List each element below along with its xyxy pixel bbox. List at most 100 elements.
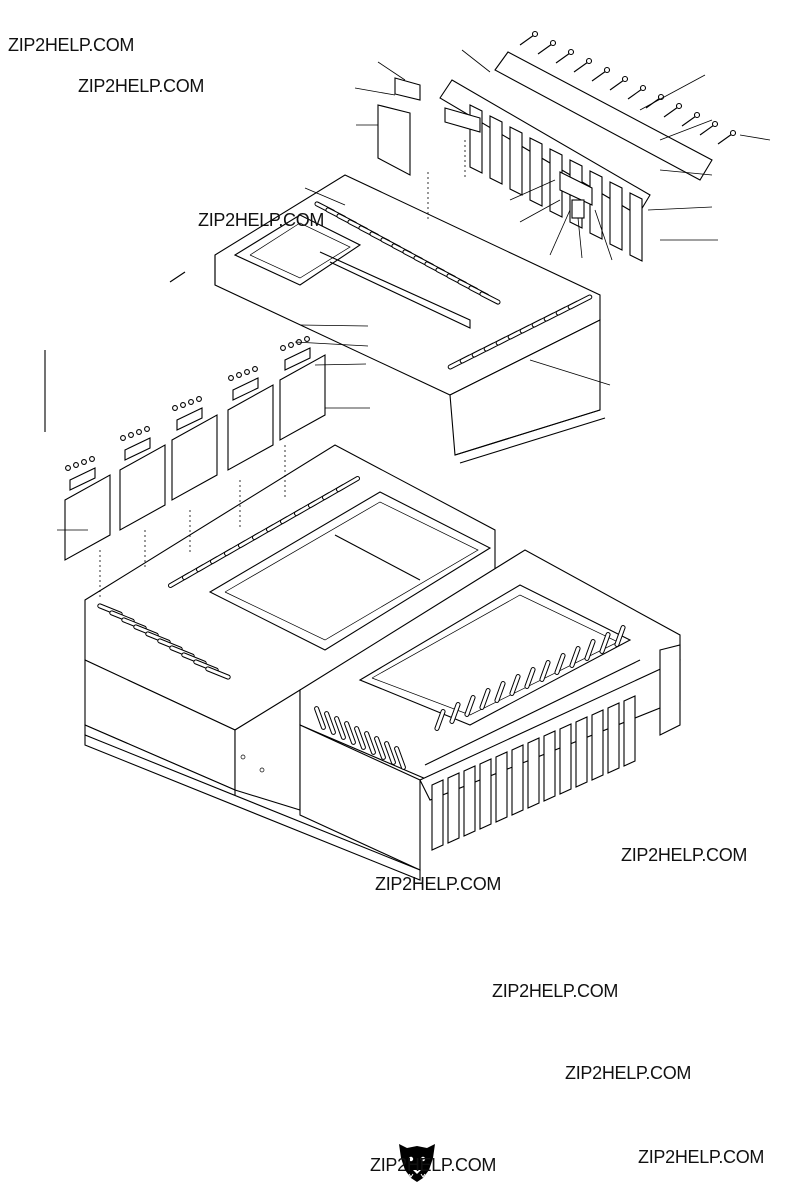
leader-line [294,341,369,347]
leader-line [647,206,713,211]
bolt [699,124,715,136]
vent-slot [434,709,446,731]
flap-clamp-top [394,77,421,101]
center-bracket [559,171,593,206]
leader-line [659,169,713,176]
watermark-text: ZIP2HELP.COM [638,1147,765,1167]
bolt-head [196,396,202,402]
leader-line [299,324,369,327]
leader-line [304,187,346,206]
bolt-head [621,75,629,83]
bolt-head [549,39,557,47]
bolt [555,52,571,64]
leader-line [549,209,571,256]
leader-line [639,74,706,111]
bolt-head [603,66,611,74]
top-bar-bolts [519,30,737,145]
leader-line [354,87,396,96]
bolt [519,34,535,46]
vent-slot [509,674,521,696]
bolt-head [675,102,683,110]
upper-mounting-bar [494,51,713,181]
bolt-head [136,429,142,435]
base-plate [84,734,421,881]
watermark-text: ZIP2HELP.COM [375,874,502,894]
upper-hood-front-vents [447,294,593,370]
main-hood-window [208,491,492,651]
flap-clamp [176,407,203,431]
bolt-head [89,456,95,462]
base-top-vents [167,476,361,588]
rear-hood-window [358,584,632,726]
bolt-head [228,375,234,381]
bolt-head [188,399,194,405]
vent-slot [354,726,366,750]
leader-line [659,119,713,141]
bolt-head [304,336,310,342]
bolt-head [252,366,258,372]
leader-line [377,61,406,81]
rubber-flap [509,126,523,196]
vent-slot [364,731,376,755]
bolt-head [73,462,79,468]
bolt-head [585,57,593,65]
top-flap-bar-assembly [439,30,737,262]
vent-slot [344,721,356,745]
bolt [627,88,643,100]
watermark-text: ZIP2HELP.COM [8,35,135,55]
assembly-guide-lines [99,140,466,600]
watermark-text: ZIP2HELP.COM [198,210,325,230]
bolt [591,70,607,82]
vent-slot [539,660,551,682]
rubber-flap [549,148,563,218]
leader-line [739,134,771,141]
bolt-head [711,120,719,128]
vent-slot [374,736,386,760]
left-rubber-flaps [64,336,326,561]
vent-slot [524,667,536,689]
bolt [609,79,625,91]
flap-clamp [124,437,151,461]
rubber-flap [543,730,556,802]
leader-line [314,363,367,366]
rubber-flap [559,723,572,795]
bolt-head [120,435,126,441]
rubber-flap [279,354,326,441]
vent-slot [449,702,461,724]
flap-clamp [284,347,311,371]
bolt [717,133,733,145]
rubber-flap [529,137,543,207]
vent-slot [205,666,231,680]
rubber-flap [227,384,274,471]
vent-slot [599,632,611,654]
leader-line [461,49,491,73]
rubber-flap [609,181,623,251]
rubber-flap [463,765,476,837]
center-bracket-clip [571,199,585,219]
bolt [681,115,697,127]
base-rubber-flaps [424,659,641,851]
upper-hood-cover [169,174,606,464]
bolt-head [280,345,286,351]
main-base-unit [84,444,681,881]
bolt-head [128,432,134,438]
watermark-text: ZIP2HELP.COM [565,1063,692,1083]
bolt [573,61,589,73]
top-rubber-flaps [469,104,643,262]
vent-slot [335,476,361,492]
bolt-head [172,405,178,411]
bolt-head [180,402,186,408]
rubber-flap [489,115,503,185]
rubber-flap [511,744,524,816]
leader-line [509,179,556,201]
upper-hood-window [233,214,362,286]
leader-line [594,209,613,261]
rubber-flap [447,772,460,844]
vent-slot [384,741,396,765]
vent-slot [314,706,326,730]
bolt-head [729,129,737,137]
flap-clamp [232,377,259,401]
watermark-text: ZIP2HELP.COM [370,1155,497,1175]
